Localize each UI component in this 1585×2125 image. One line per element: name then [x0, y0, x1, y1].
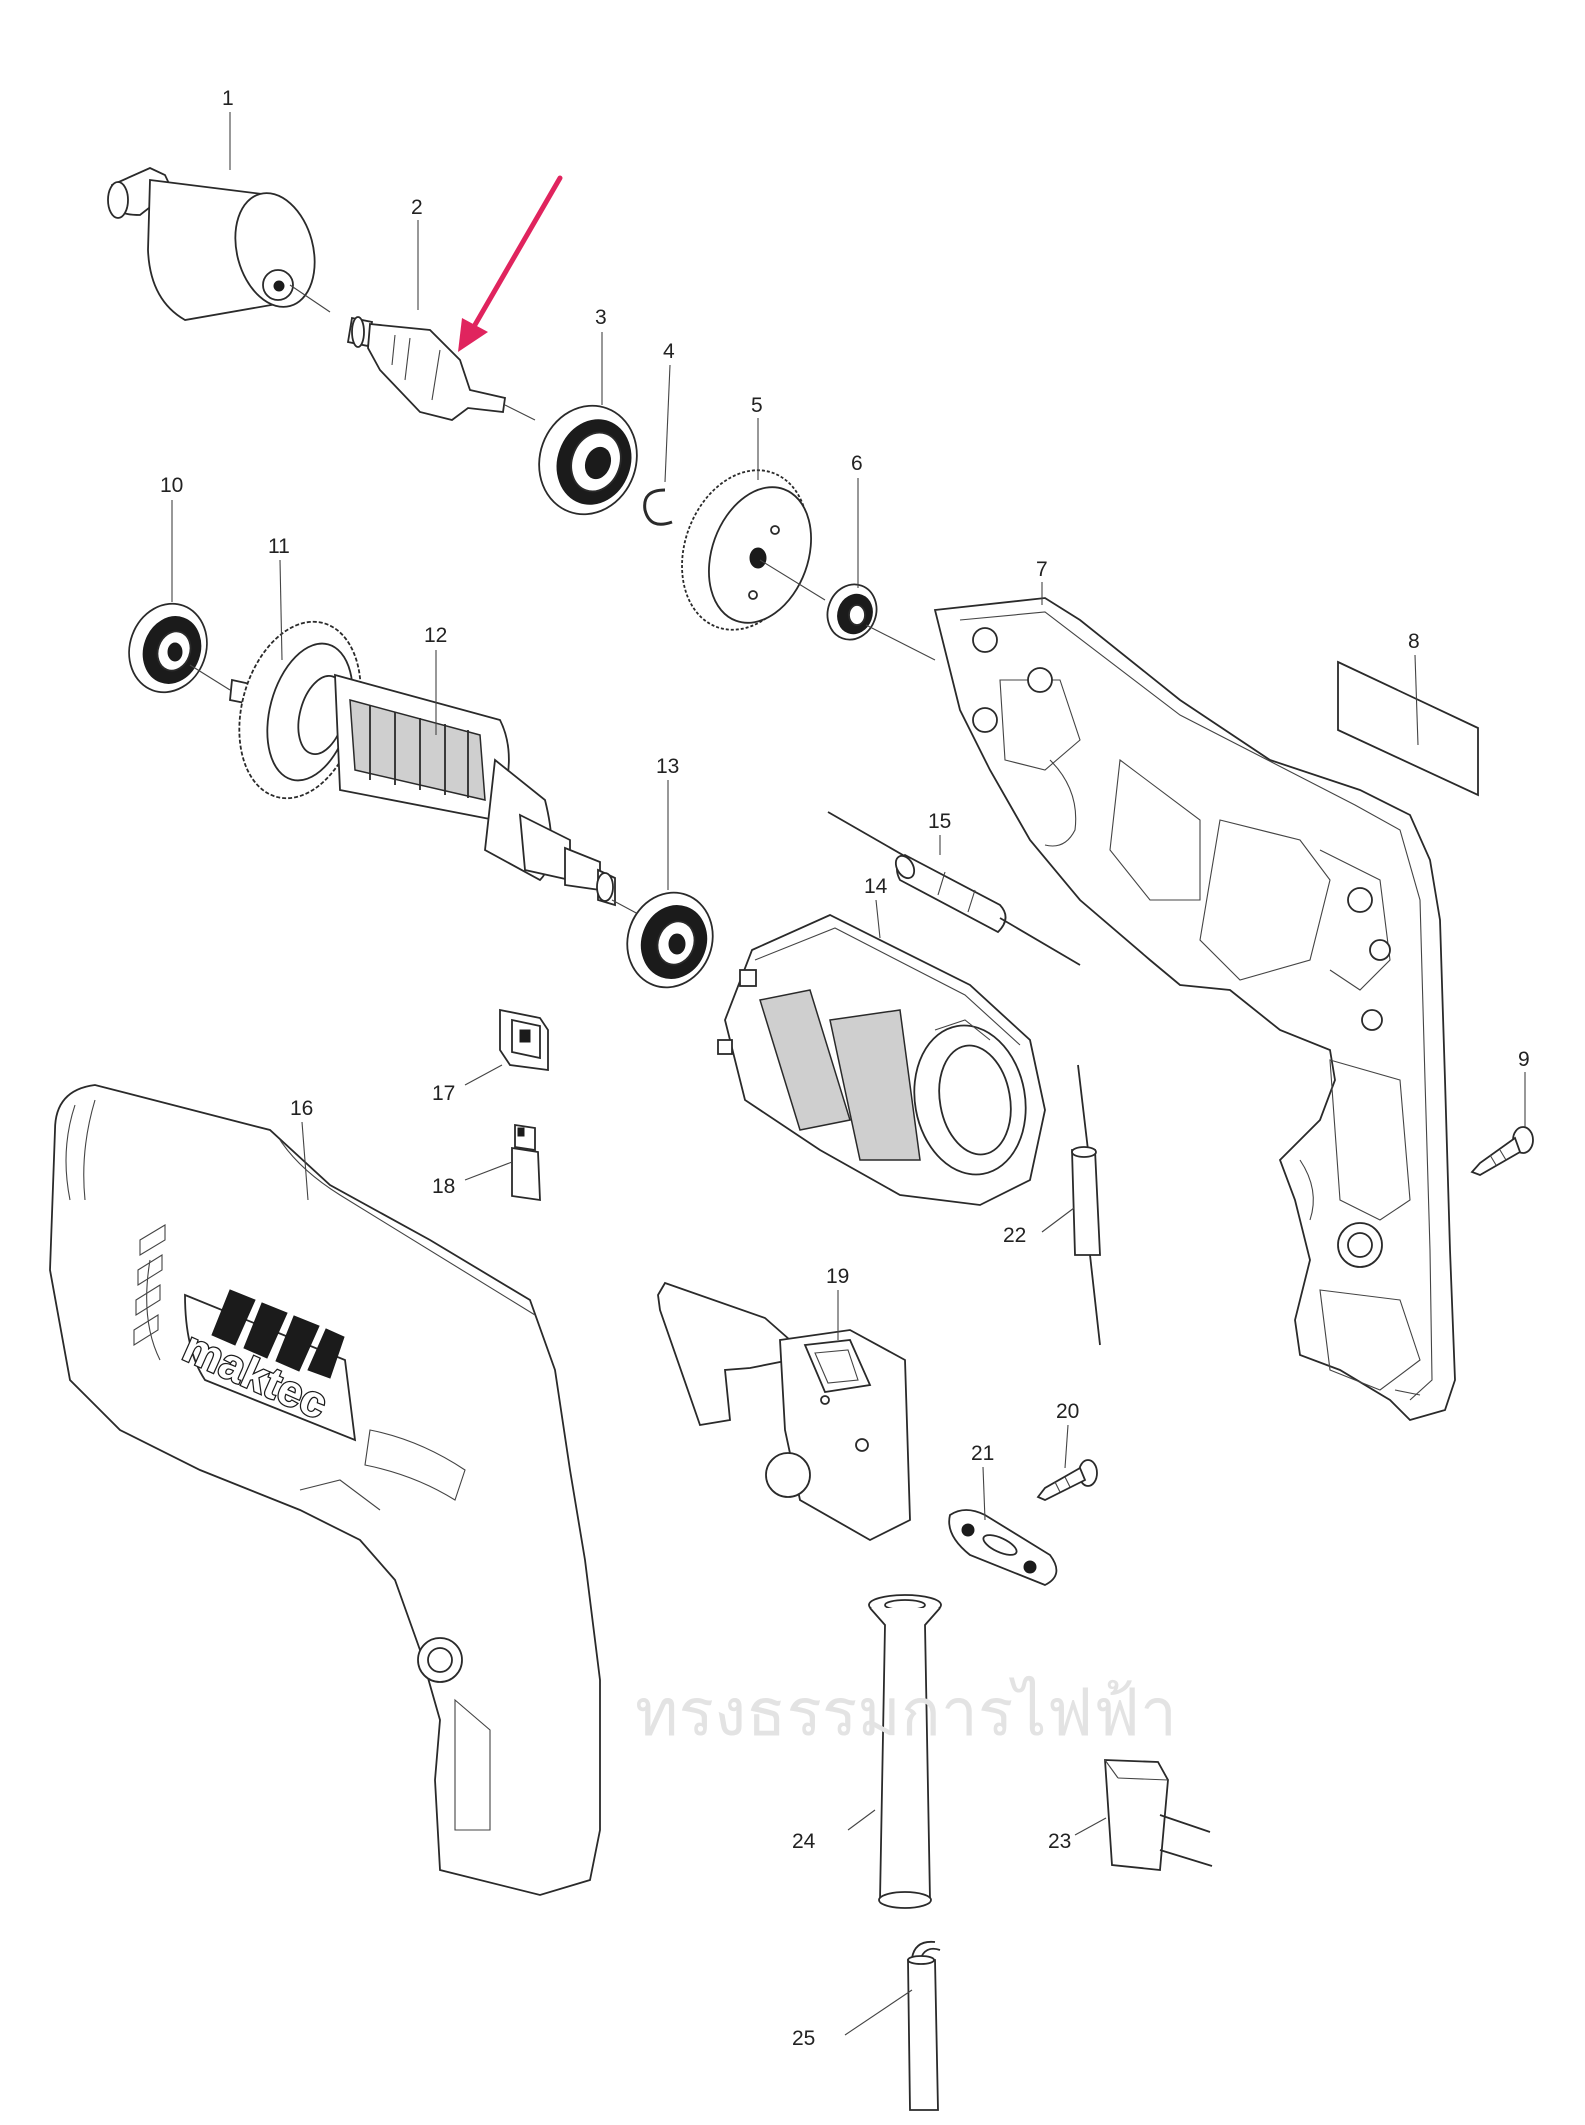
leader-lines — [171, 112, 1526, 2036]
part-number-20: 20 — [1056, 1400, 1079, 1423]
part-number-23: 23 — [1048, 1830, 1071, 1853]
part-number-2: 2 — [411, 196, 423, 219]
part-number-9: 9 — [1518, 1048, 1530, 1071]
part-1-drill-chuck — [107, 167, 331, 321]
part-2-spindle — [346, 316, 536, 421]
part-number-1: 1 — [222, 87, 234, 110]
part-9-tapping-screw — [1470, 1126, 1534, 1176]
part-18-carbon-brush — [511, 1123, 541, 1202]
part-5-gear — [681, 469, 826, 631]
part-6-small-bearing — [826, 583, 936, 661]
part-number-18: 18 — [432, 1175, 455, 1198]
part-7-housing — [933, 597, 1456, 1422]
part-number-5: 5 — [751, 394, 763, 417]
part-number-8: 8 — [1408, 630, 1420, 653]
part-19-switch — [657, 1281, 911, 1542]
part-number-labels: 1 2 3 4 5 6 7 8 9 10 11 12 13 14 15 16 1… — [160, 87, 1530, 2050]
part-11-12-armature — [229, 620, 641, 916]
part-number-11: 11 — [268, 535, 290, 558]
part-number-16: 16 — [290, 1097, 313, 1120]
part-number-13: 13 — [656, 755, 679, 778]
part-number-25: 25 — [792, 2027, 815, 2050]
part-number-19: 19 — [826, 1265, 849, 1288]
part-22-cord-guard — [1071, 1064, 1101, 1346]
part-8-label-plate — [1337, 660, 1479, 797]
part-4-retaining-ring — [643, 488, 673, 526]
part-number-17: 17 — [432, 1082, 455, 1105]
part-17-brush-holder — [499, 1008, 549, 1072]
part-15-connector — [827, 811, 1081, 966]
part-number-3: 3 — [595, 306, 607, 329]
part-number-10: 10 — [160, 474, 183, 497]
part-number-15: 15 — [928, 810, 951, 833]
part-20-screw — [1036, 1459, 1098, 1501]
part-number-6: 6 — [851, 452, 863, 475]
part-number-22: 22 — [1003, 1224, 1026, 1247]
part-number-24: 24 — [792, 1830, 816, 1853]
watermark-text: ทรงธรรมการไฟฟ้า — [635, 1674, 1177, 1751]
part-3-bearing — [538, 404, 638, 516]
part-25-power-cord — [907, 1940, 941, 2111]
part-number-14: 14 — [864, 875, 888, 898]
part-number-7: 7 — [1036, 558, 1048, 581]
part-number-4: 4 — [663, 340, 675, 363]
part-14-field — [717, 914, 1046, 1206]
part-23-noise-suppressor — [1104, 1759, 1213, 1871]
part-10-bearing — [128, 602, 231, 694]
part-number-12: 12 — [424, 624, 447, 647]
part-16-housing-with-logo: maktec — [49, 1084, 601, 1896]
part-13-bearing — [626, 891, 714, 989]
part-21-strain-relief — [948, 1509, 1058, 1586]
highlight-arrow — [458, 175, 563, 352]
part-24-cord-guard-sleeve — [868, 1594, 942, 1909]
part-number-21: 21 — [971, 1442, 994, 1465]
